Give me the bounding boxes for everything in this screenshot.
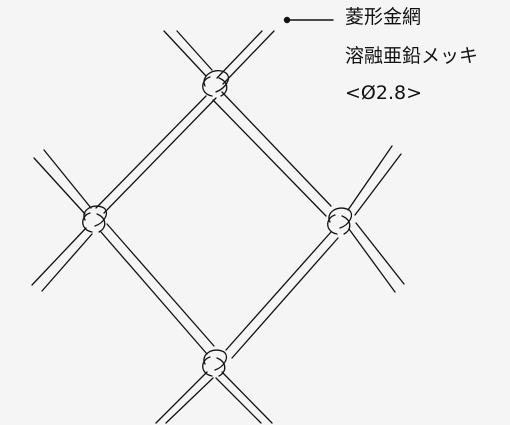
wire-top-to-right — [212, 91, 332, 217]
mesh-name-label: 菱形金網 — [345, 6, 422, 28]
leader-dot — [283, 16, 291, 24]
wire-bottom-lower-left — [155, 371, 214, 424]
wire-left-to-bottom — [100, 223, 215, 355]
wire-top-to-left — [95, 95, 217, 214]
wire-left-lower-left — [31, 227, 93, 292]
spec-label: <Ø2.8> — [345, 82, 423, 104]
wire-right-to-bottom — [225, 231, 339, 359]
finish-label: 溶融亜鉛メッキ — [345, 45, 479, 67]
wire-right-lower-right — [348, 222, 405, 293]
knot-right — [327, 207, 353, 235]
wire-top-upper-right — [216, 30, 275, 85]
wire-right-upper-right — [347, 145, 402, 216]
wire-bottom-lower-right — [215, 371, 273, 424]
knot-left — [82, 205, 108, 233]
wire-left-upper-left — [33, 149, 92, 215]
knot-top — [202, 70, 230, 97]
knot-bottom — [202, 349, 228, 377]
wire-top-upper-left — [163, 30, 213, 77]
